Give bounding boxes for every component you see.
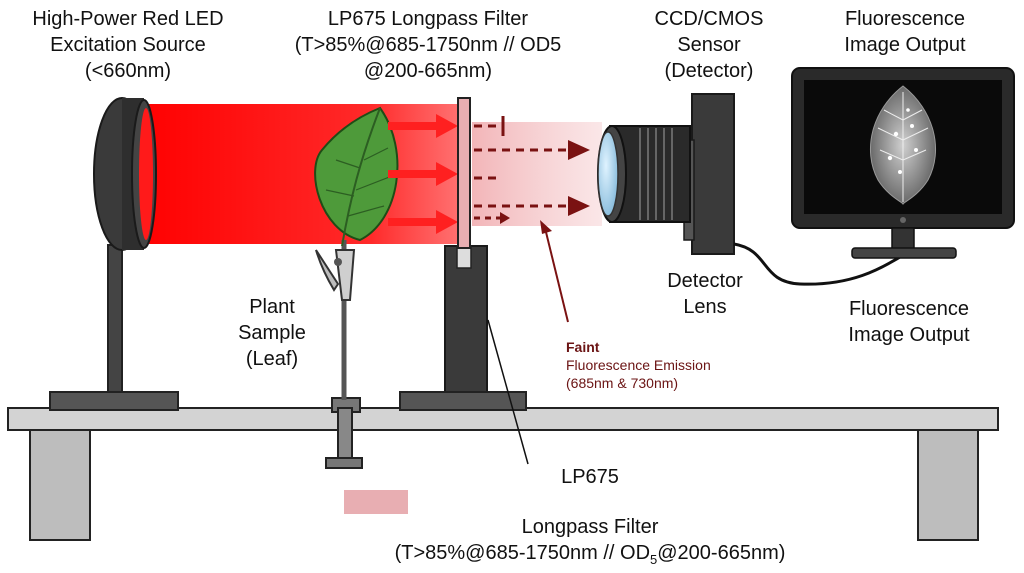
led-source xyxy=(49,97,179,411)
fluorescence-beam xyxy=(472,122,602,226)
label-filter-bottom: LP675 Longpass Filter (T>85%@685-1750nm … xyxy=(330,464,850,573)
label-filter-top: LP675 Longpass Filter (T>85%@685-1750nm … xyxy=(294,8,562,82)
label-output-top: Fluorescence Image Output xyxy=(844,8,966,56)
label-plant-sample: Plant Sample (Leaf) xyxy=(238,296,306,370)
diagram-stage: High-Power Red LED Excitation Source (<6… xyxy=(7,8,1015,567)
label-output-bottom: Fluorescence Image Output xyxy=(848,298,970,346)
filter-bottom-line3: (T>85%@685-1750nm // OD5@200-665nm) xyxy=(394,542,786,567)
lp675-filter xyxy=(457,97,471,249)
label-sensor: CCD/CMOS Sensor (Detector) xyxy=(654,8,764,82)
label-detector-lens: Detector Lens xyxy=(667,270,743,318)
detector-camera xyxy=(597,93,735,255)
plant-sample xyxy=(314,106,399,469)
filter-mount xyxy=(399,245,527,411)
data-cable xyxy=(733,242,909,286)
emission-arrows xyxy=(474,116,590,224)
setup-diagram xyxy=(7,67,1015,541)
emission-pointer xyxy=(540,220,569,323)
label-fluorescence-emission: Faint Fluorescence Emission (685nm & 730… xyxy=(566,339,711,391)
monitor xyxy=(791,67,1015,259)
filter-bottom-line1: LP675 xyxy=(561,466,619,488)
filter-leader-line xyxy=(487,319,529,465)
excitation-arrows xyxy=(388,114,458,234)
filter-color-swatch xyxy=(344,490,408,514)
label-excitation-source: High-Power Red LED Excitation Source (<6… xyxy=(32,8,224,82)
filter-bottom-line2: Longpass Filter xyxy=(521,516,659,538)
detector-lens-glass xyxy=(597,131,619,217)
